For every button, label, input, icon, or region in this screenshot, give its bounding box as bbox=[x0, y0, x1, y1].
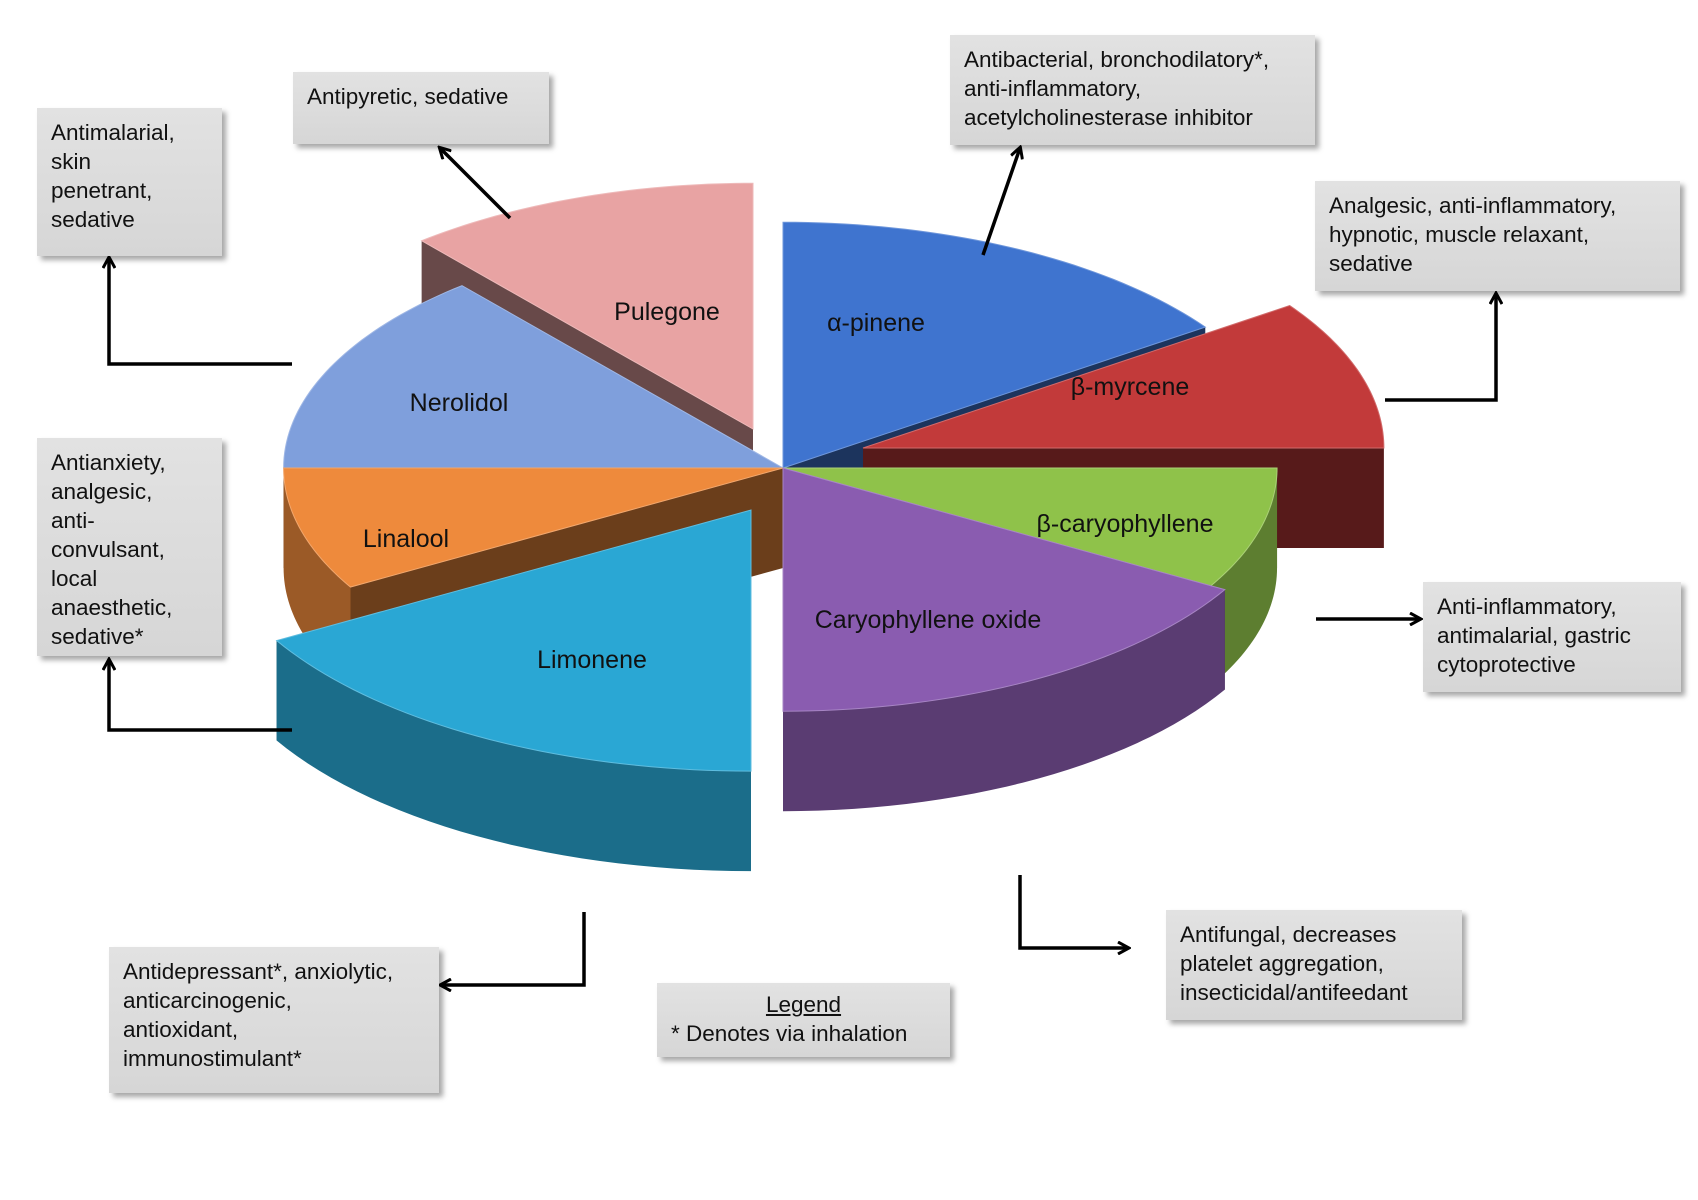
slice-caryophyllene-oxide bbox=[782, 467, 1226, 812]
property-line: convulsant, bbox=[51, 537, 165, 562]
connector-arrow bbox=[440, 148, 512, 220]
slice-top bbox=[862, 305, 1385, 449]
slice-top bbox=[275, 509, 752, 772]
slice-top bbox=[420, 182, 754, 430]
connector-arrow bbox=[109, 660, 292, 732]
legend-box: Legend * Denotes via inhalation bbox=[657, 983, 950, 1057]
property-line: sedative* bbox=[51, 624, 144, 649]
nerolidol-properties-box: Antimalarial, skin penetrant, sedative bbox=[37, 108, 222, 256]
connector-arrow bbox=[981, 148, 1020, 256]
connector-arrow bbox=[441, 912, 586, 985]
alpha-pinene-properties-box: Antibacterial, bronchodilatory*, anti-inf… bbox=[950, 35, 1315, 145]
slice-label-nerolidol: Nerolidol bbox=[410, 389, 509, 417]
slice-rim bbox=[783, 589, 1225, 812]
connector-arrow bbox=[1385, 294, 1496, 402]
property-line: platelet aggregation, bbox=[1180, 951, 1384, 976]
property-line: Antidepressant*, anxiolytic, bbox=[123, 959, 394, 984]
slice-top bbox=[782, 221, 1207, 469]
property-line: anti- bbox=[51, 508, 95, 533]
slice-labels: Pulegone α-pinene β-myrceneNerolidolLinalo… bbox=[363, 298, 1214, 674]
slice-top bbox=[782, 467, 1278, 587]
connector-arrow bbox=[109, 258, 292, 366]
limonene-properties-box: Antidepressant*, anxiolytic, anticarcinog… bbox=[109, 947, 439, 1093]
slice-label-alpha-pinene: α-pinene bbox=[827, 309, 925, 337]
property-line: local bbox=[51, 566, 98, 591]
property-line: cytoprotective bbox=[1437, 652, 1576, 677]
beta-myrcene-properties-box: Analgesic, anti-inflammatory, hypnotic, m… bbox=[1315, 181, 1680, 291]
connector-arrow bbox=[1018, 875, 1128, 948]
property-line: anaesthetic, bbox=[51, 595, 173, 620]
property-line: analgesic, bbox=[51, 479, 153, 504]
slice-label-beta-myrcene: β-myrcene bbox=[1071, 373, 1190, 401]
property-line: antioxidant, bbox=[123, 1017, 239, 1042]
slice-limonene bbox=[275, 509, 752, 872]
property-line: sedative bbox=[1329, 251, 1413, 276]
property-line: Antianxiety, bbox=[51, 450, 166, 475]
slice-label-pulegone: Pulegone bbox=[614, 298, 720, 326]
slice-top bbox=[283, 285, 785, 469]
slice-rim bbox=[1210, 468, 1278, 686]
slice-label-linalool: Linalool bbox=[363, 525, 449, 553]
pie-slices bbox=[275, 182, 1385, 872]
property-line: Antimalarial, bbox=[51, 120, 175, 145]
property-line: hypnotic, muscle relaxant, bbox=[1329, 222, 1590, 247]
legend-title: Legend bbox=[765, 992, 842, 1017]
property-line: anti-inflammatory, bbox=[964, 76, 1142, 101]
legend-note: * Denotes via inhalation bbox=[671, 1021, 908, 1046]
slice-label-beta-caryophyllene: β-caryophyllene bbox=[1037, 510, 1214, 538]
slice-rim bbox=[276, 640, 751, 872]
property-line: Anti-inflammatory, bbox=[1437, 594, 1617, 619]
property-line: acetylcholinesterase inhibitor bbox=[964, 105, 1253, 130]
property-line: Antibacterial, bronchodilatory*, bbox=[964, 47, 1270, 72]
property-line: insecticidal/antifeedant bbox=[1180, 980, 1408, 1005]
property-line: penetrant, bbox=[51, 178, 153, 203]
slice-label-limonene: Limonene bbox=[537, 646, 647, 674]
pulegone-properties-box: Antipyretic, sedative bbox=[293, 72, 549, 144]
property-line: skin bbox=[51, 149, 92, 174]
property-line: antimalarial, gastric bbox=[1437, 623, 1631, 648]
property-line: Antifungal, decreases bbox=[1180, 922, 1397, 947]
property-line: sedative bbox=[51, 207, 135, 232]
property-line: immunostimulant* bbox=[123, 1046, 302, 1071]
caryophyllene-oxide-properties-box: Antifungal, decreases platelet aggregatio… bbox=[1166, 910, 1462, 1020]
slice-label-caryophyllene-oxide: Caryophyllene oxide bbox=[815, 606, 1042, 634]
linalool-properties-box: Antianxiety, analgesic, anti-convulsant, lo… bbox=[37, 438, 222, 656]
connector-arrows bbox=[109, 148, 1496, 985]
slice-top bbox=[782, 467, 1226, 712]
beta-caryophyllene-properties-box: Anti-inflammatory, antimalarial, gastric c… bbox=[1423, 582, 1681, 692]
slice-top bbox=[283, 467, 784, 588]
property-line: Antipyretic, sedative bbox=[307, 84, 509, 109]
property-line: anticarcinogenic, bbox=[123, 988, 292, 1013]
property-line: Analgesic, anti-inflammatory, bbox=[1329, 193, 1617, 218]
